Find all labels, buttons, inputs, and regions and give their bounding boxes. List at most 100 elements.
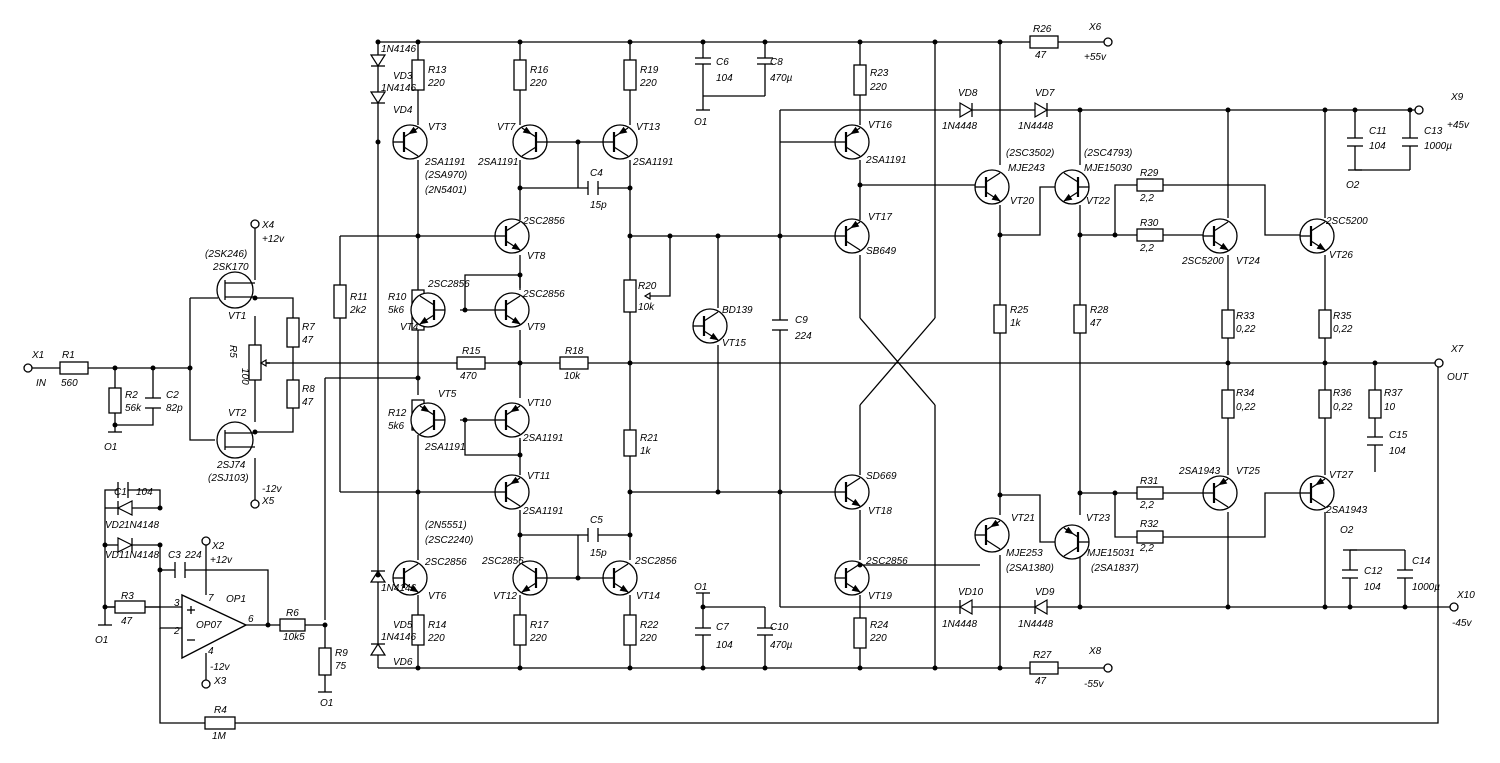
- resistor-r29: [1136, 178, 1164, 192]
- label-vd4: VD4: [393, 105, 413, 116]
- label-c1: C1: [114, 487, 127, 498]
- label-x6: X6: [1089, 22, 1102, 33]
- label-vt12-pn: 2SC2856: [482, 556, 524, 567]
- label-r18: R18: [565, 346, 584, 357]
- label-vt21-pn: MJE253: [1006, 548, 1043, 559]
- label-c12: C12: [1364, 566, 1383, 577]
- resistor-r19: [623, 59, 637, 91]
- label-c2v: 82p: [166, 403, 183, 414]
- label-o1b: O1: [694, 117, 708, 128]
- label-r33: R33: [1236, 311, 1255, 322]
- label-vd2v: 1N4148: [124, 520, 160, 531]
- transistor-vt12: [512, 560, 548, 596]
- label-r19v: 220: [640, 78, 657, 89]
- label-vd9: VD9: [1035, 587, 1055, 598]
- label-vt18-pn: SD669: [866, 471, 897, 482]
- resistor-r34: [1221, 389, 1235, 419]
- label-r18v: 10k: [564, 371, 581, 382]
- label-vt24-pn: 2SC5200: [1182, 256, 1224, 267]
- label-r30v: 2,2: [1140, 243, 1154, 254]
- label-c4: C4: [590, 168, 603, 179]
- label-vt5: VT5: [438, 389, 457, 400]
- resistor-r13: [411, 59, 425, 91]
- label-x4: X4: [262, 220, 275, 231]
- label-vt25: VT25: [1236, 466, 1260, 477]
- label-m12b: -12v: [210, 662, 230, 673]
- label-vt22-alt: (2SC4793): [1084, 148, 1133, 159]
- label-r31: R31: [1140, 476, 1159, 487]
- resistor-r22: [623, 614, 637, 646]
- label-vt11: VT11: [527, 471, 551, 482]
- label-vt2-alt: (2SJ103): [208, 473, 249, 484]
- label-r8v: 47: [302, 397, 314, 408]
- resistor-r14: [411, 614, 425, 646]
- resistor-r16: [513, 59, 527, 91]
- resistor-r27: [1029, 661, 1059, 675]
- label-c5v: 15p: [590, 548, 607, 559]
- label-vt13: VT13: [636, 122, 660, 133]
- label-vt8: VT8: [527, 251, 546, 262]
- label-r34v: 0,22: [1236, 402, 1256, 413]
- label-pin4: 4: [208, 646, 214, 657]
- label-p12b: +12v: [210, 555, 232, 566]
- label-n4146a: 1N4146: [381, 44, 417, 55]
- label-o1e: O1: [320, 698, 334, 709]
- label-pin3: 3: [174, 598, 180, 609]
- label-r34: R34: [1236, 388, 1255, 399]
- label-r11v: 2k2: [350, 305, 367, 316]
- label-vt6: VT6: [428, 591, 447, 602]
- label-c10: C10: [770, 622, 789, 633]
- label-vt6-alt1: (2N5551): [425, 520, 467, 531]
- terminal-x10: [1449, 602, 1459, 612]
- label-c6: C6: [716, 57, 729, 68]
- label-vt18: VT18: [868, 506, 892, 517]
- label-c1v: 104: [136, 487, 153, 498]
- label-vt16: VT16: [868, 120, 892, 131]
- label-c10v: 470µ: [770, 640, 793, 651]
- label-vt1-pn: 2SK170: [213, 262, 249, 273]
- label-pin2: 2: [174, 626, 180, 637]
- label-vt2: VT2: [228, 408, 247, 419]
- resistor-r5: [248, 344, 262, 381]
- label-vt14: VT14: [636, 591, 660, 602]
- label-r1v: 560: [61, 378, 78, 389]
- resistor-r30: [1136, 228, 1164, 242]
- transistor-vt7: [512, 124, 548, 160]
- label-r36v: 0,22: [1333, 402, 1353, 413]
- label-vt25-pn: 2SA1943: [1179, 466, 1221, 477]
- resistor-r21: [623, 429, 637, 457]
- transistor-vt2: [216, 421, 254, 459]
- transistor-vt25: [1202, 475, 1238, 511]
- label-p45: +45v: [1447, 120, 1469, 131]
- label-vt23-pn: MJE15031: [1087, 548, 1135, 559]
- label-r27: R27: [1033, 650, 1052, 661]
- label-r24v: 220: [870, 633, 887, 644]
- diodes: [116, 54, 1049, 656]
- label-c9: C9: [795, 315, 808, 326]
- label-c4v: 15p: [590, 200, 607, 211]
- transistor-vt10: [494, 402, 530, 438]
- label-x1: X1: [32, 350, 45, 361]
- transistor-vt8: [494, 218, 530, 254]
- bjt-group: [392, 124, 1335, 596]
- label-r2: R2: [125, 390, 138, 401]
- label-r15v: 470: [460, 371, 477, 382]
- label-vd3: VD3: [393, 71, 413, 82]
- label-r28: R28: [1090, 305, 1109, 316]
- terminal-x6: [1103, 37, 1113, 47]
- label-x7: X7: [1451, 344, 1464, 355]
- resistor-r11: [333, 284, 347, 319]
- label-c15: C15: [1389, 430, 1408, 441]
- capacitors: [117, 57, 1418, 636]
- label-r15: R15: [462, 346, 481, 357]
- label-r11: R11: [350, 292, 368, 303]
- terminal-x8: [1103, 663, 1113, 673]
- label-vt11-pn: 2SA1191: [523, 506, 564, 517]
- junctions: [102, 39, 1441, 671]
- label-n4146c: 1N4146: [381, 583, 417, 594]
- transistor-vt21: [974, 517, 1010, 553]
- label-vt17: VT17: [868, 212, 892, 223]
- label-r22: R22: [640, 620, 659, 631]
- label-r2v: 56k: [125, 403, 142, 414]
- label-vd8: VD8: [958, 88, 978, 99]
